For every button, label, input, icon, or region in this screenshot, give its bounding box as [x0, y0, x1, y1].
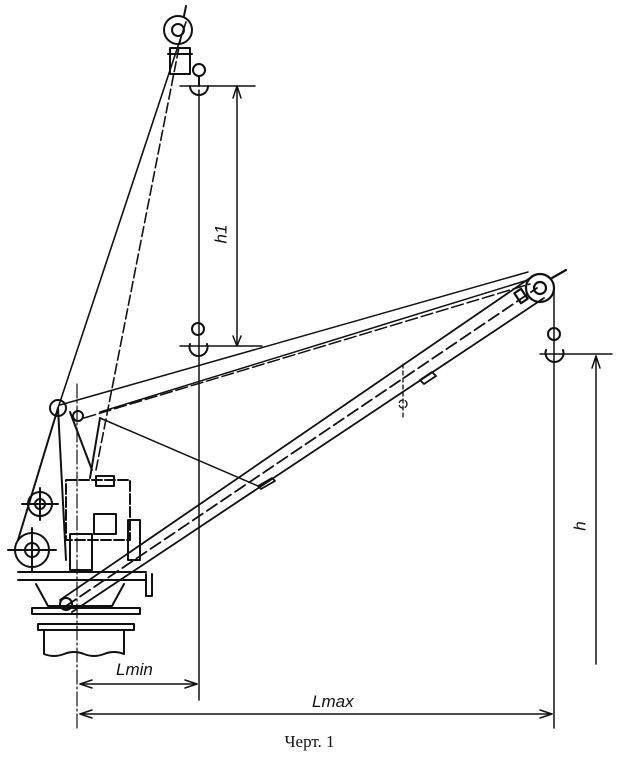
boom-ties [59, 271, 531, 487]
figure-caption: Черт. 1 [284, 732, 335, 751]
label-h: h [570, 521, 590, 531]
lmax-dimension [79, 709, 553, 719]
h1-dimension [179, 85, 263, 701]
mid-hook-icon [188, 322, 209, 357]
top-sheave-icon [163, 5, 193, 75]
boom-main [59, 277, 545, 613]
label-h1: h1 [211, 224, 231, 244]
label-lmax: Lmax [312, 692, 354, 711]
boom-head-sheave-icon [513, 268, 568, 305]
label-lmin: Lmin [116, 660, 153, 679]
boom-mid-marker [398, 363, 408, 421]
crane-base [7, 399, 153, 657]
lmin-dimension [79, 679, 198, 689]
boom-raised-position [57, 21, 187, 471]
h-dimension [539, 289, 613, 729]
